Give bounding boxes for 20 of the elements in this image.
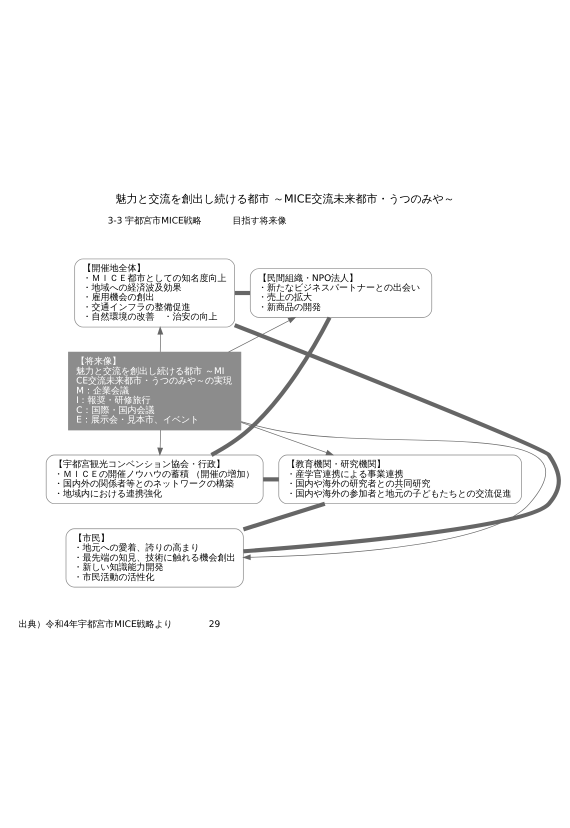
node-box: 【宇都宮観光コンベンション協会・行政】 ・ＭＩＣＥの開催ノウハウの蓄積 （開催の増加） ・国内外の関係者等とのネットワークの構築 ・地域内における連携強化 <box>46 454 264 504</box>
node-box: 【教育機関・研究機関】 ・産学官連携による事業連携 ・国内や海外の研究者との共同研究 ・国内や海外の参加者と地元の子どもたちとの交流促進 <box>278 454 522 504</box>
connector <box>263 477 279 482</box>
arrow <box>240 421 546 560</box>
node-box: 【民間組織・NPO法人】 ・新たなビジネスパートナーとの出会い ・売上の拡大 ・新商品の開発 <box>250 268 432 318</box>
arrow <box>157 326 164 352</box>
node-box: 【開催地全体】 ・ＭＩＣＥ都市としての知名度向上 ・地域への経済波及効果 ・雇用機会の創出 ・交通インフラの整備促進 ・自然環境の改善 ・治安の向上 <box>74 258 235 328</box>
label: 出典）令和4年宇都宮市MICE戦略より <box>18 620 173 630</box>
label: 29 <box>208 620 220 630</box>
connector <box>242 502 326 532</box>
diagram-title: 魅力と交流を創出し続ける都市 ～MICE交流未来都市・うつのみや～ <box>115 192 455 206</box>
connector <box>234 290 250 296</box>
label: 目指す将来像 <box>232 216 287 227</box>
connector <box>234 323 561 554</box>
label: 3-3 宇都宮市MICE戦略 <box>108 216 202 227</box>
arrow <box>228 316 296 352</box>
arrow <box>240 422 334 456</box>
node-box: 【将来像】 魅力と交流を創出し続ける都市 ～MICE交流未来都市・うつのみや～の実現 M：企業会議 I：報奨・研修旅行 C：国際・国内会議 E：展示会・見本市、イベント <box>68 352 242 430</box>
arrow <box>157 430 164 456</box>
node-box: 【市民】 ・地元への愛着、誇りの高まり ・最先端の知見、技術に触れる機会創出 ・新しい知識能力開発 ・市民活動の活性化 <box>66 528 244 588</box>
